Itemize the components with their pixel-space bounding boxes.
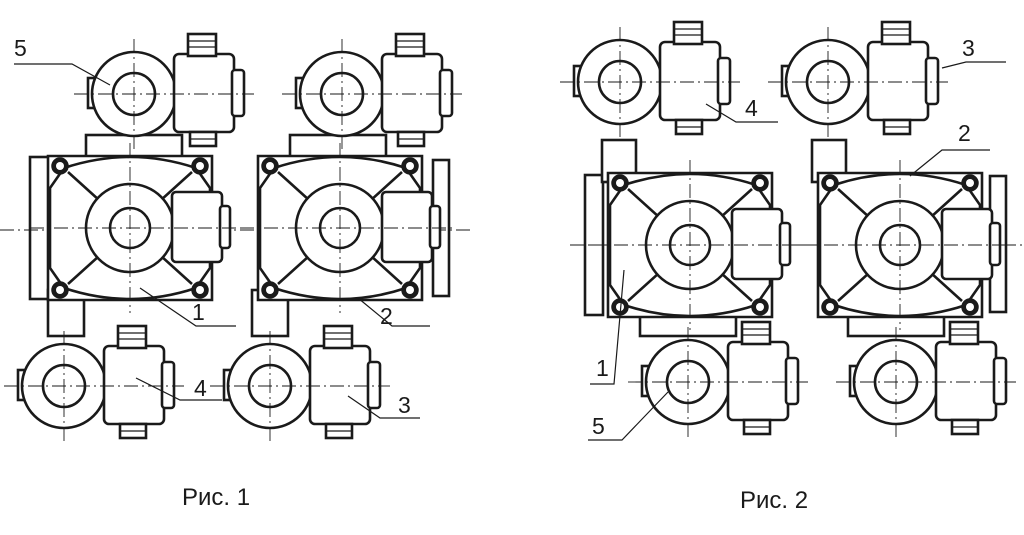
figure-caption: Рис. 1 <box>182 484 250 511</box>
callout-2: 2 <box>958 120 971 146</box>
leader-4 <box>705 103 778 123</box>
figure-1: 5 1 2 4 3 Рис. 1 <box>0 32 470 511</box>
drive-top-left <box>558 20 742 139</box>
leader-4 <box>135 377 222 401</box>
drive-top-right <box>766 20 950 139</box>
drive-bottom-left <box>626 320 810 439</box>
valve-body-2 <box>798 158 1014 332</box>
figure-caption: Рис. 2 <box>740 487 808 514</box>
callout-2: 2 <box>380 303 393 329</box>
valve-body-1 <box>588 158 804 332</box>
leader-1 <box>590 269 625 385</box>
callout-1: 1 <box>192 299 205 325</box>
leader-3 <box>347 395 420 419</box>
drive-bottom-left <box>2 324 186 443</box>
valve-body-2 <box>238 141 454 315</box>
leader-2 <box>909 149 990 177</box>
callout-3: 3 <box>962 35 975 61</box>
figure-2: 3 4 2 1 5 Рис. 2 <box>558 20 1022 514</box>
callout-1: 1 <box>596 355 609 381</box>
valve-body-1 <box>28 141 244 315</box>
callout-4: 4 <box>194 375 207 401</box>
leader-2 <box>357 297 430 327</box>
callout-5: 5 <box>592 413 605 439</box>
callout-3: 3 <box>398 392 411 418</box>
drive-top-right <box>280 32 464 151</box>
callout-5: 5 <box>14 35 27 61</box>
drive-bottom-right <box>834 320 1018 439</box>
drive-bottom-right <box>208 324 392 443</box>
leader-5 <box>588 391 669 441</box>
drive-top-left <box>72 32 256 151</box>
callout-4: 4 <box>745 95 758 121</box>
leader-1 <box>139 287 236 327</box>
upper-manifold-right <box>288 133 388 159</box>
leader-3 <box>941 61 1006 69</box>
leader-5 <box>14 63 111 86</box>
